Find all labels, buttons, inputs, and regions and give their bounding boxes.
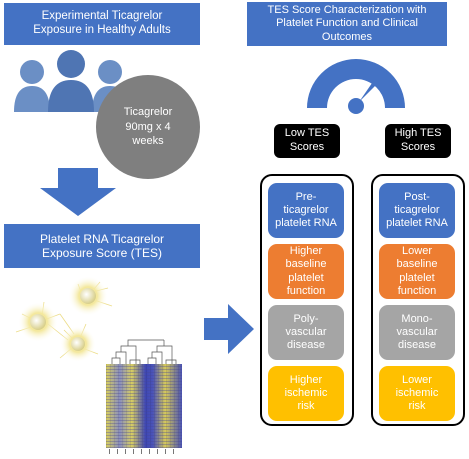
down-arrow-icon: [40, 168, 116, 216]
dose-text: Ticagrelor 90mg x 4 weeks: [123, 105, 173, 148]
high-tes-header: High TES Scores: [385, 124, 451, 158]
high-tes-cell-rna: Post- ticagrelor platelet RNA: [379, 183, 455, 238]
high-tes-cell-risk: Lower ischemic risk: [379, 366, 455, 421]
low-tes-cell-rna: Pre- ticagrelor platelet RNA: [268, 183, 344, 238]
low-tes-cell-disease: Poly- vascular disease: [268, 305, 344, 360]
low-tes-column: Pre- ticagrelor platelet RNA Higher base…: [260, 174, 354, 426]
exposure-title: Experimental Ticagrelor Exposure in Heal…: [4, 3, 200, 45]
dendrogram: [111, 339, 177, 366]
right-arrow-icon: [204, 304, 254, 354]
low-tes-header: Low TES Scores: [274, 124, 340, 158]
high-tes-cell-disease: Mono- vascular disease: [379, 305, 455, 360]
tes-title: Platelet RNA Ticagrelor Exposure Score (…: [4, 224, 200, 268]
heatmap-image: [106, 364, 182, 448]
low-tes-cell-risk: Higher ischemic risk: [268, 366, 344, 421]
low-tes-cell-function: Higher baseline platelet function: [268, 244, 344, 299]
platelet-cells-image: [15, 276, 113, 362]
high-tes-cell-function: Lower baseline platelet function: [379, 244, 455, 299]
dose-circle: Ticagrelor 90mg x 4 weeks: [96, 75, 200, 179]
high-tes-column: Post- ticagrelor platelet RNA Lower base…: [371, 174, 465, 426]
characterization-title: TES Score Characterization with Platelet…: [247, 2, 447, 46]
heatmap-axis-ticks: [109, 449, 174, 454]
gauge-icon: [307, 59, 405, 114]
